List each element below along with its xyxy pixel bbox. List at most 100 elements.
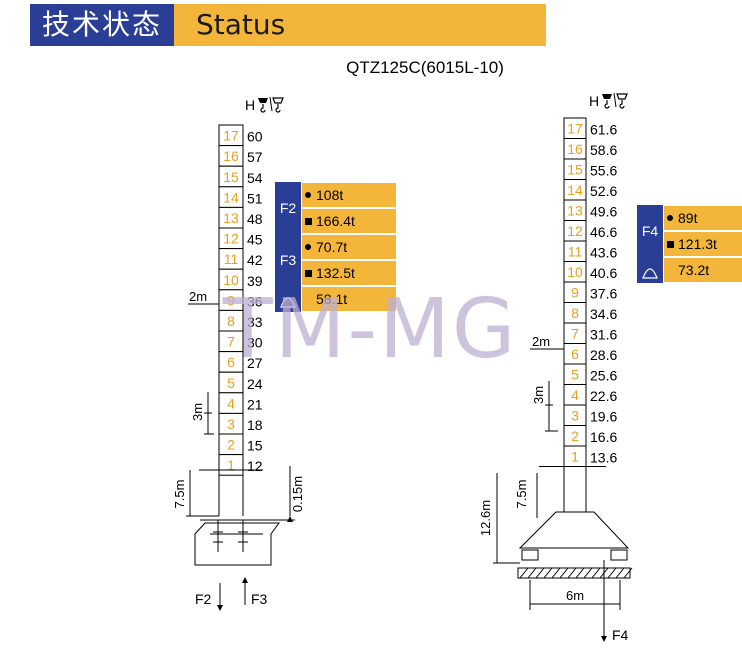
hatch-line [591, 567, 601, 579]
left-section-height: 18 [247, 417, 263, 433]
left-section-number: 17 [223, 128, 239, 144]
hook-height-icon [258, 96, 284, 113]
right-section-number: 17 [567, 121, 583, 137]
left-load-value: 166.4t [316, 213, 355, 229]
left-section-number: 16 [223, 148, 239, 164]
right-section-number: 6 [571, 346, 579, 362]
left-section-height: 30 [247, 335, 263, 351]
right-section-dim-label: 3m [531, 386, 546, 404]
right-section-height: 31.6 [590, 327, 617, 343]
hatch-line [527, 567, 537, 579]
force-up-label: F3 [251, 591, 268, 607]
left-load-label: F2 [280, 200, 297, 216]
left-base-dim-label: 7.5m [172, 480, 187, 509]
header-title-en: Status [196, 8, 286, 41]
square-icon [305, 218, 312, 225]
left-section-height: 15 [247, 438, 263, 454]
left-section-number: 8 [227, 313, 235, 329]
right-load-value: 89t [678, 210, 698, 226]
left-load-label: F3 [280, 252, 297, 268]
right-section-height: 34.6 [590, 306, 617, 322]
right-load-value-box [664, 232, 742, 256]
left-section-number: 4 [227, 395, 235, 411]
left-load-value-box [302, 209, 396, 233]
left-load-value: 70.7t [316, 239, 347, 255]
left-load-label-box [275, 182, 301, 234]
right-section-number: 13 [567, 203, 583, 219]
right-section-number: 3 [571, 408, 579, 424]
left-section-height: 42 [247, 252, 263, 268]
left-h-label: H [245, 97, 255, 113]
left-anchor-dim-label: 0.15m [290, 476, 305, 512]
hatch-line [583, 567, 593, 579]
left-load-label-box [275, 234, 301, 286]
right-load-value: 73.2t [678, 262, 709, 278]
left-section-height: 39 [247, 273, 263, 289]
right-section-number: 4 [571, 387, 579, 403]
left-section-number: 13 [223, 210, 239, 226]
dot-icon [667, 215, 673, 221]
right-load-value: 121.3t [678, 236, 717, 252]
right-section-height: 16.6 [590, 429, 617, 445]
left-load-value-box [302, 235, 396, 259]
bell-icon [642, 268, 658, 279]
right-outrigger-pad [610, 549, 628, 561]
right-section-height: 58.6 [590, 142, 617, 158]
right-load-label-box [637, 205, 663, 257]
left-section-number: 14 [223, 189, 239, 205]
right-section-height: 22.6 [590, 388, 617, 404]
arrow-up-icon [242, 577, 248, 583]
force-down-label: F4 [612, 627, 629, 643]
right-section-number: 11 [568, 244, 583, 260]
dot-icon [305, 244, 311, 250]
left-section-height: 36 [247, 293, 263, 309]
model-title: QTZ125C(6015L-10) [346, 58, 504, 77]
left-section-height: 45 [247, 232, 263, 248]
right-section-height: 55.6 [590, 163, 617, 179]
left-section-height: 48 [247, 211, 263, 227]
right-foundation-slab [517, 567, 631, 579]
right-section-height: 28.6 [590, 347, 617, 363]
left-load-value-box [302, 287, 396, 311]
right-span-label: 6m [566, 588, 584, 603]
right-load-value-box [664, 258, 742, 282]
left-load-value: 108t [316, 187, 343, 203]
right-section-number: 10 [567, 264, 583, 280]
right-section-height: 25.6 [590, 368, 617, 384]
right-section-height: 43.6 [590, 245, 617, 261]
left-section-number: 3 [227, 416, 235, 432]
right-load-value-box [664, 206, 742, 230]
left-section-number: 11 [224, 251, 239, 267]
left-section-number: 1 [227, 457, 235, 473]
right-outrigger-pad [521, 549, 539, 561]
right-load-label: F4 [642, 223, 659, 239]
bell-icon-box [638, 257, 663, 283]
right-section-number: 5 [571, 367, 579, 383]
right-section-height: 52.6 [590, 183, 617, 199]
square-icon [667, 241, 674, 248]
right-section-number: 12 [567, 223, 583, 239]
header-title-cn: 技术状态 [30, 4, 174, 46]
right-section-number: 14 [567, 182, 583, 198]
right-section-number: 7 [571, 326, 579, 342]
hatch-line [519, 567, 529, 579]
dot-icon [305, 192, 311, 198]
hatch-line [607, 567, 617, 579]
left-load-value: 132.5t [316, 265, 355, 281]
right-section-height: 19.6 [590, 409, 617, 425]
hook-height-icon [602, 92, 628, 109]
hatch-line [623, 567, 633, 579]
left-section-height: 12 [247, 458, 263, 474]
left-section-number: 2 [227, 437, 235, 453]
right-total-dim-label: 12.6m [478, 500, 493, 536]
left-section-height: 60 [247, 129, 263, 145]
left-section-number: 5 [227, 375, 235, 391]
hatch-line [543, 567, 553, 579]
right-section-height: 61.6 [590, 122, 617, 138]
right-base-dim-label: 7.5m [514, 480, 529, 509]
force-down-label: F2 [195, 591, 212, 607]
left-tie-label: 2m [189, 289, 207, 304]
left-section-height: 33 [247, 314, 263, 330]
hatch-line [535, 567, 545, 579]
